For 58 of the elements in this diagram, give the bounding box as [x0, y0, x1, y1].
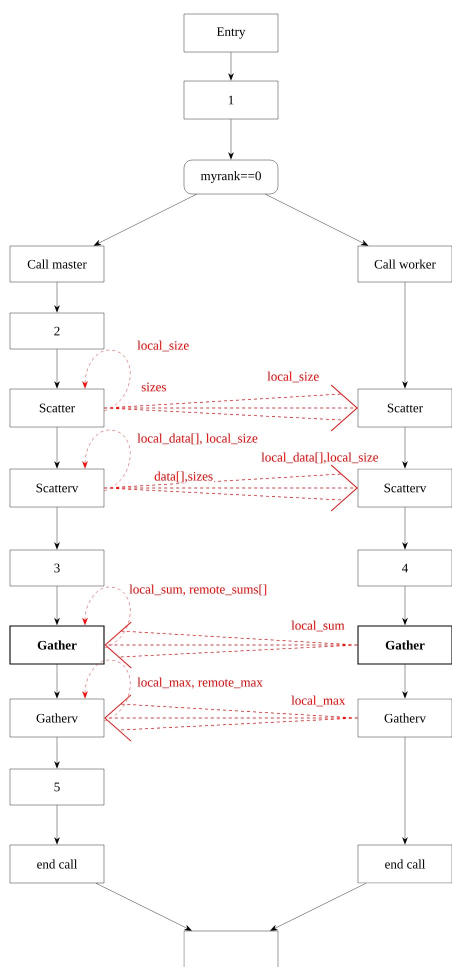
arrow — [54, 664, 60, 698]
broadcast-arrow — [104, 694, 358, 742]
arrow — [402, 737, 408, 844]
process-box: Call master — [10, 246, 104, 282]
arrow — [402, 427, 408, 468]
arrow — [270, 883, 366, 931]
process-box: 1 — [184, 80, 278, 120]
process-box: Scatterv — [10, 468, 104, 508]
process-box: Gather — [9, 625, 105, 665]
empty-box — [184, 930, 278, 967]
arrow — [402, 507, 408, 550]
self-loop-arrow — [82, 430, 130, 492]
process-box: Scatter — [358, 388, 452, 428]
edge-label: local_data[], local_size — [136, 432, 259, 446]
process-box: 4 — [358, 550, 452, 586]
arrow — [402, 664, 408, 698]
broadcast-arrow — [104, 464, 358, 512]
arrow — [94, 194, 197, 246]
edge-label: local_sum, remote_sums[] — [128, 584, 268, 597]
self-loop-arrow — [82, 660, 130, 722]
process-box: end call — [10, 844, 104, 884]
broadcast-arrow — [104, 384, 358, 432]
arrow — [54, 349, 60, 388]
edge-label: local_size — [136, 340, 190, 352]
self-loop-arrow — [82, 586, 130, 648]
arrow — [402, 282, 408, 388]
process-box: 2 — [10, 312, 104, 350]
arrow — [54, 507, 60, 550]
edge-label: local_max — [290, 694, 346, 708]
arrow — [54, 427, 60, 468]
edge-label: local_sum — [290, 620, 346, 632]
arrow — [228, 119, 234, 160]
arrow — [265, 194, 368, 246]
self-loop-arrow — [82, 350, 130, 412]
process-box: Scatter — [10, 388, 104, 428]
arrow — [54, 282, 60, 312]
process-box: end call — [358, 844, 452, 884]
head-label: local_data[],local_size — [260, 452, 380, 465]
broadcast-arrow — [104, 622, 358, 668]
head-label: local_size — [266, 370, 320, 384]
process-box: Scatterv — [358, 468, 452, 508]
process-box: Gatherv — [358, 698, 452, 738]
arrow — [54, 805, 60, 844]
process-box: Call worker — [358, 246, 452, 282]
arrow — [402, 586, 408, 626]
process-box: Gatherv — [10, 698, 104, 738]
process-box: 5 — [10, 768, 104, 806]
arrow — [228, 52, 234, 80]
decision-box: myrank==0 — [184, 160, 278, 194]
arrow — [54, 737, 60, 768]
arrow — [54, 586, 60, 626]
process-box: Entry — [184, 14, 278, 52]
edge-label: local_max, remote_max — [136, 676, 264, 690]
process-box: Gather — [357, 625, 452, 665]
edge-label: sizes — [140, 382, 168, 392]
process-box: 3 — [10, 550, 104, 586]
edge-label: data[],sizes — [153, 470, 214, 484]
arrow — [96, 883, 192, 931]
